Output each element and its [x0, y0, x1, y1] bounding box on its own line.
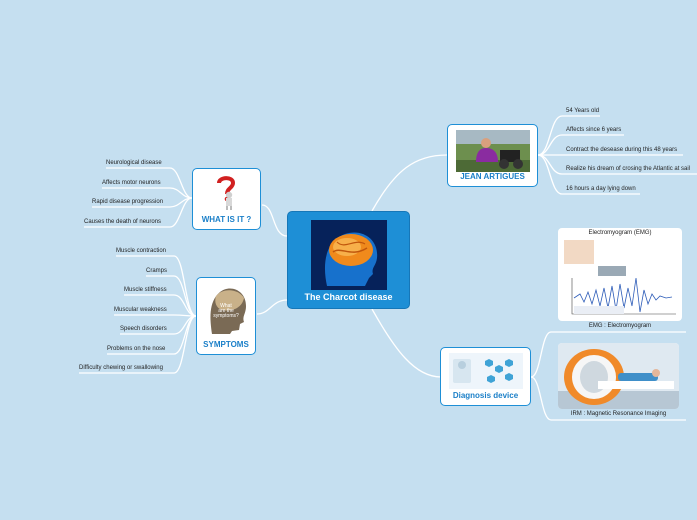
topic-label: Diagnosis device [441, 391, 530, 400]
question-mark-figure-icon [215, 176, 239, 210]
irm-image [558, 343, 679, 409]
leaf-item: Affects motor neurons [102, 180, 161, 186]
leaf-item: Realize his dream of crosing the Atlanti… [566, 166, 690, 172]
leaf-item: Cramps [146, 268, 167, 274]
leaf-item: Problems on the nose [107, 346, 165, 352]
topic-label: JEAN ARTIGUES [448, 172, 537, 181]
emg-image: Electromyogram (EMG) [558, 228, 682, 321]
person-photo-icon [456, 130, 530, 172]
emg-caption: EMG : Electromyogram [558, 323, 682, 329]
leaf-item: Speech disorders [120, 326, 167, 332]
leaf-item: Rapid disease progression [92, 199, 163, 205]
leaf-item: 16 hours a day lying down [566, 186, 636, 192]
topic-label: SYMPTOMS [197, 340, 255, 349]
leaf-item: Neurological disease [106, 160, 162, 166]
topic-diagnosis-device[interactable]: Diagnosis device [440, 347, 531, 406]
leaf-item: Muscular weakness [114, 307, 167, 313]
emg-signal-graphic [558, 228, 682, 321]
topic-label: WHAT IS IT ? [193, 215, 260, 224]
topic-symptoms[interactable]: What are the symptoms? SYMPTOMS [196, 277, 256, 355]
leaf-item: Contract the desease during this 48 year… [566, 147, 677, 153]
irm-caption: IRM : Magnetic Resonance Imaging [558, 411, 679, 417]
topic-jean-artigues[interactable]: JEAN ARTIGUES [447, 124, 538, 187]
leaf-item: 54 Years old [566, 108, 599, 114]
head-overlay-text: What are the symptoms? [211, 304, 241, 319]
mri-scanner-graphic [558, 343, 679, 409]
central-title: The Charcot disease [288, 292, 409, 302]
brain-head-icon [311, 220, 387, 290]
leaf-item: Muscle contraction [116, 248, 166, 254]
leaf-item: Affects since 6 years [566, 127, 621, 133]
medical-tech-icon [449, 353, 523, 389]
leaf-item: Causes the death of neurons [84, 219, 161, 225]
central-topic[interactable]: The Charcot disease [287, 211, 410, 309]
leaf-item: Difficulty chewing or swallowing [79, 365, 163, 371]
topic-what-is-it[interactable]: WHAT IS IT ? [192, 168, 261, 230]
leaf-item: Muscle stiffness [124, 287, 167, 293]
